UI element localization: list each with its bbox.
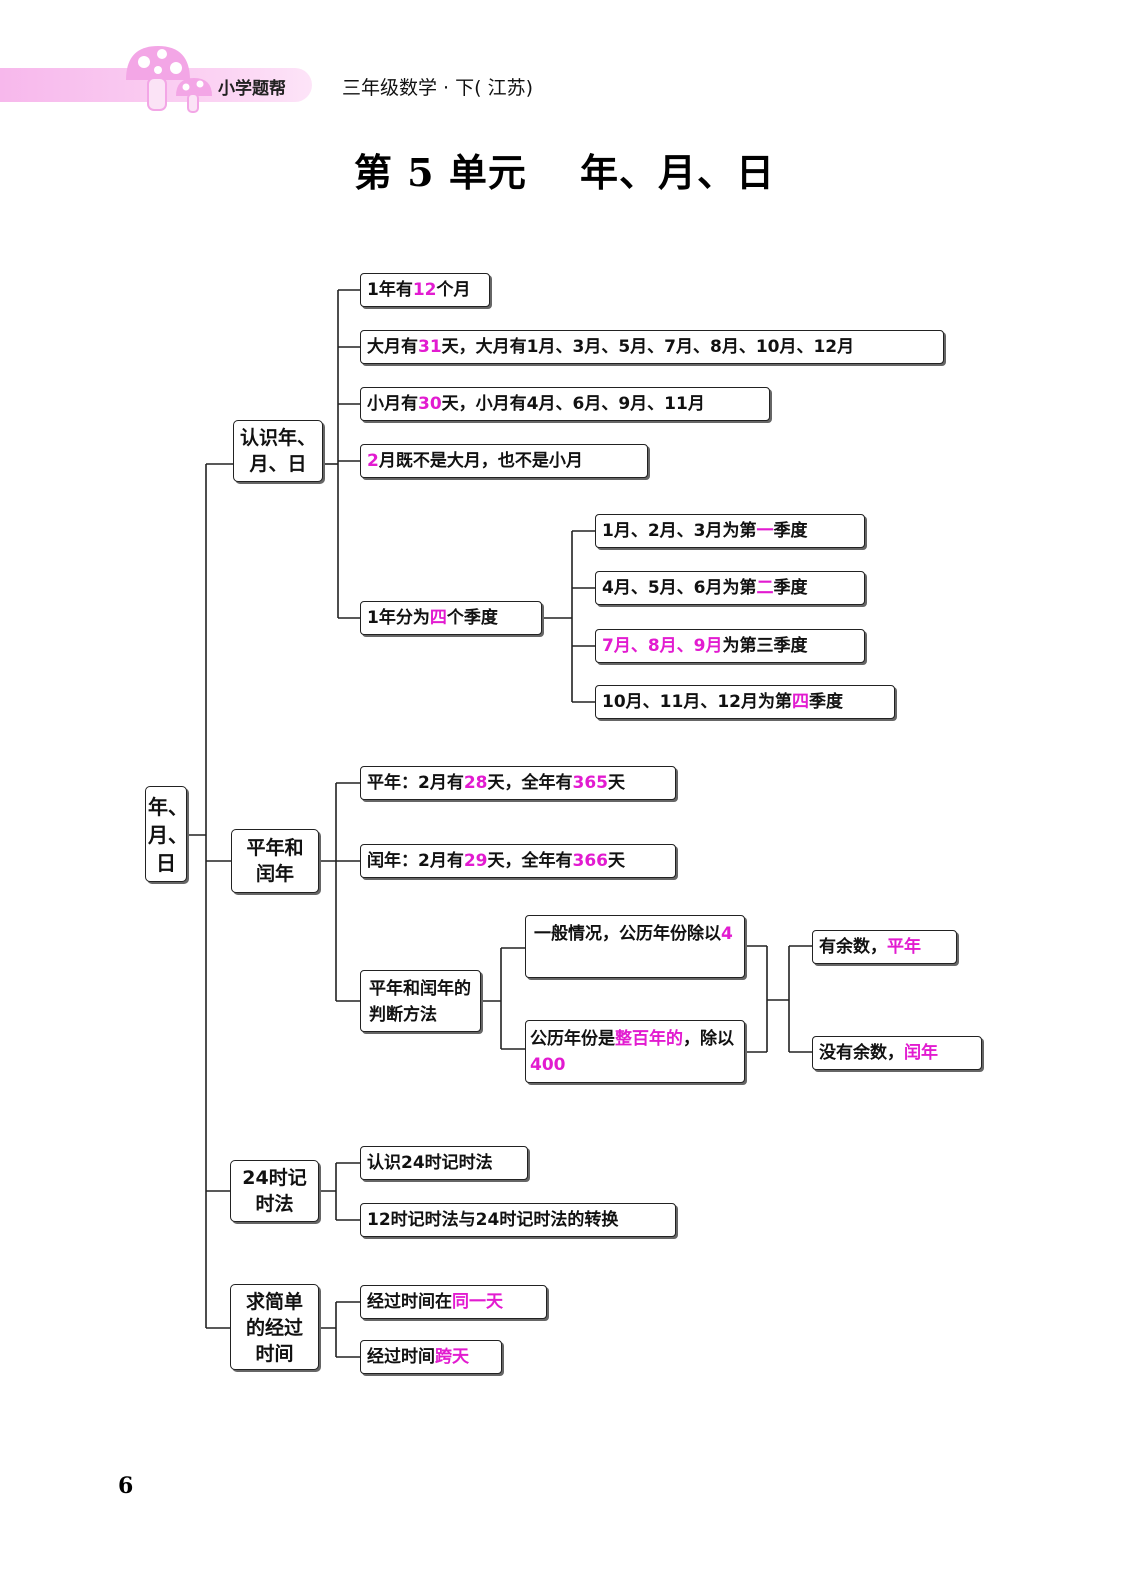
node-small-months: 小月有30天，小月有4月、6月、9月、11月 [360,387,770,421]
node-february: 2月既不是大月，也不是小月 [360,444,648,478]
node-text: 季度 [773,521,808,541]
category-label: 24时记时法 [242,1167,307,1215]
node-quarter-3: 7月、8月、9月为第三季度 [595,629,865,663]
category-common-leap-year: 平年和闰年 [231,829,319,893]
node-text: 1年分为 [367,608,430,628]
node-text: 没有余数， [819,1043,904,1063]
node-highlight: 12 [412,280,437,300]
category-24h-clock: 24时记时法 [230,1160,319,1222]
node-quarter-4: 10月、11月、12月为第四季度 [595,685,895,719]
node-text: 4月、5月、6月为第 [602,578,757,598]
node-text: 12时记时法与24时记时法的转换 [367,1210,619,1230]
node-quarter-1: 1月、2月、3月为第一季度 [595,514,865,548]
category-elapsed-time: 求简单的经过时间 [230,1284,319,1370]
node-highlight: 闰年 [904,1043,938,1063]
root-label: 年、月、日 [148,795,188,875]
node-highlight: 31 [418,337,442,357]
root-node: 年、月、日 [145,786,188,882]
node-convert-12-24: 12时记时法与24时记时法的转换 [360,1203,676,1237]
node-text: 季度 [773,578,808,598]
node-text: 有余数， [819,937,887,957]
category-label: 求简单的经过时间 [245,1291,303,1365]
node-highlight: 30 [418,394,442,414]
category-label: 认识年、月、日 [239,427,316,475]
node-text: 天，大月有1月、3月、5月、7月、8月、10月、12月 [441,337,855,357]
node-text: 天 [608,851,626,871]
mushroom-icon [126,46,212,113]
node-text: 公历年份是 [530,1029,615,1049]
node-text: 一般情况，公历年份除以 [534,924,721,944]
node-century-case: 公历年份是整百年的，除以 400 [525,1020,745,1083]
node-same-day: 经过时间在同一天 [360,1285,547,1319]
category-know-ymd: 认识年、月、日 [233,420,323,482]
node-judge-method: 平年和闰年的判断方法 [360,970,481,1032]
node-highlight: 7月、8月、9月 [602,636,723,656]
node-remainder: 有余数，平年 [812,930,957,964]
page-title: 第 5 单元 年、月、日 [353,150,776,195]
node-big-months: 大月有31天，大月有1月、3月、5月、7月、8月、10月、12月 [360,330,944,364]
category-label: 平年和闰年 [246,837,304,885]
node-text: 大月有 [367,337,418,357]
node-highlight: 平年 [887,937,921,957]
node-quarter-2: 4月、5月、6月为第二季度 [595,571,865,605]
node-text: 闰年：2月有 [367,851,464,871]
node-text: 天，全年有 [487,773,573,793]
node-highlight: 跨天 [435,1347,469,1367]
node-text: 平年和闰年的判断方法 [369,979,471,1025]
node-text: 天，全年有 [487,851,573,871]
node-leap-year: 闰年：2月有29天，全年有366天 [360,844,676,878]
book-title: 三年级数学 · 下( 江苏) [342,77,533,99]
node-highlight: 29 [463,851,488,871]
page-number: 6 [118,1473,134,1499]
node-text: ，除以 [683,1029,734,1049]
node-text: 认识24时记时法 [367,1153,493,1173]
node-text: 个月 [436,280,471,300]
node-highlight: 整百年的 [615,1029,683,1049]
node-text: 个季度 [446,608,498,628]
node-general-case: 一般情况，公历年份除以4 [525,915,745,978]
node-text: 经过时间在 [367,1292,452,1312]
node-highlight: 400 [530,1055,566,1075]
node-common-year: 平年：2月有28天，全年有365天 [360,766,676,800]
node-highlight: 四 [429,608,447,628]
node-four-quarters: 1年分为四个季度 [360,601,542,635]
node-across-days: 经过时间跨天 [360,1340,502,1374]
node-text: 天，小月有4月、6月、9月、11月 [441,394,705,414]
node-highlight: 365 [572,773,609,793]
node-no-remainder: 没有余数，闰年 [812,1036,982,1070]
node-text: 天 [608,773,626,793]
node-highlight: 4 [721,924,733,944]
node-text: 平年：2月有 [367,773,464,793]
node-highlight: 同一天 [452,1292,503,1312]
node-text: 月既不是大月，也不是小月 [378,451,583,471]
node-highlight: 一 [756,521,774,541]
node-text: 1年有 [367,280,413,300]
brand-label: 小学题帮 [218,79,286,99]
node-text: 10月、11月、12月为第 [602,692,792,712]
node-text: 小月有 [367,394,418,414]
node-12-months: 1年有12个月 [360,273,490,307]
node-text: 季度 [808,692,843,712]
node-highlight: 四 [791,692,809,712]
node-text: 为第三季度 [722,636,808,656]
node-text: 1月、2月、3月为第 [602,521,757,541]
node-highlight: 2 [367,451,379,471]
node-highlight: 28 [463,773,488,793]
node-know-24h: 认识24时记时法 [360,1146,528,1180]
node-highlight: 366 [572,851,609,871]
node-highlight: 二 [756,578,774,598]
node-text: 经过时间 [367,1347,435,1367]
